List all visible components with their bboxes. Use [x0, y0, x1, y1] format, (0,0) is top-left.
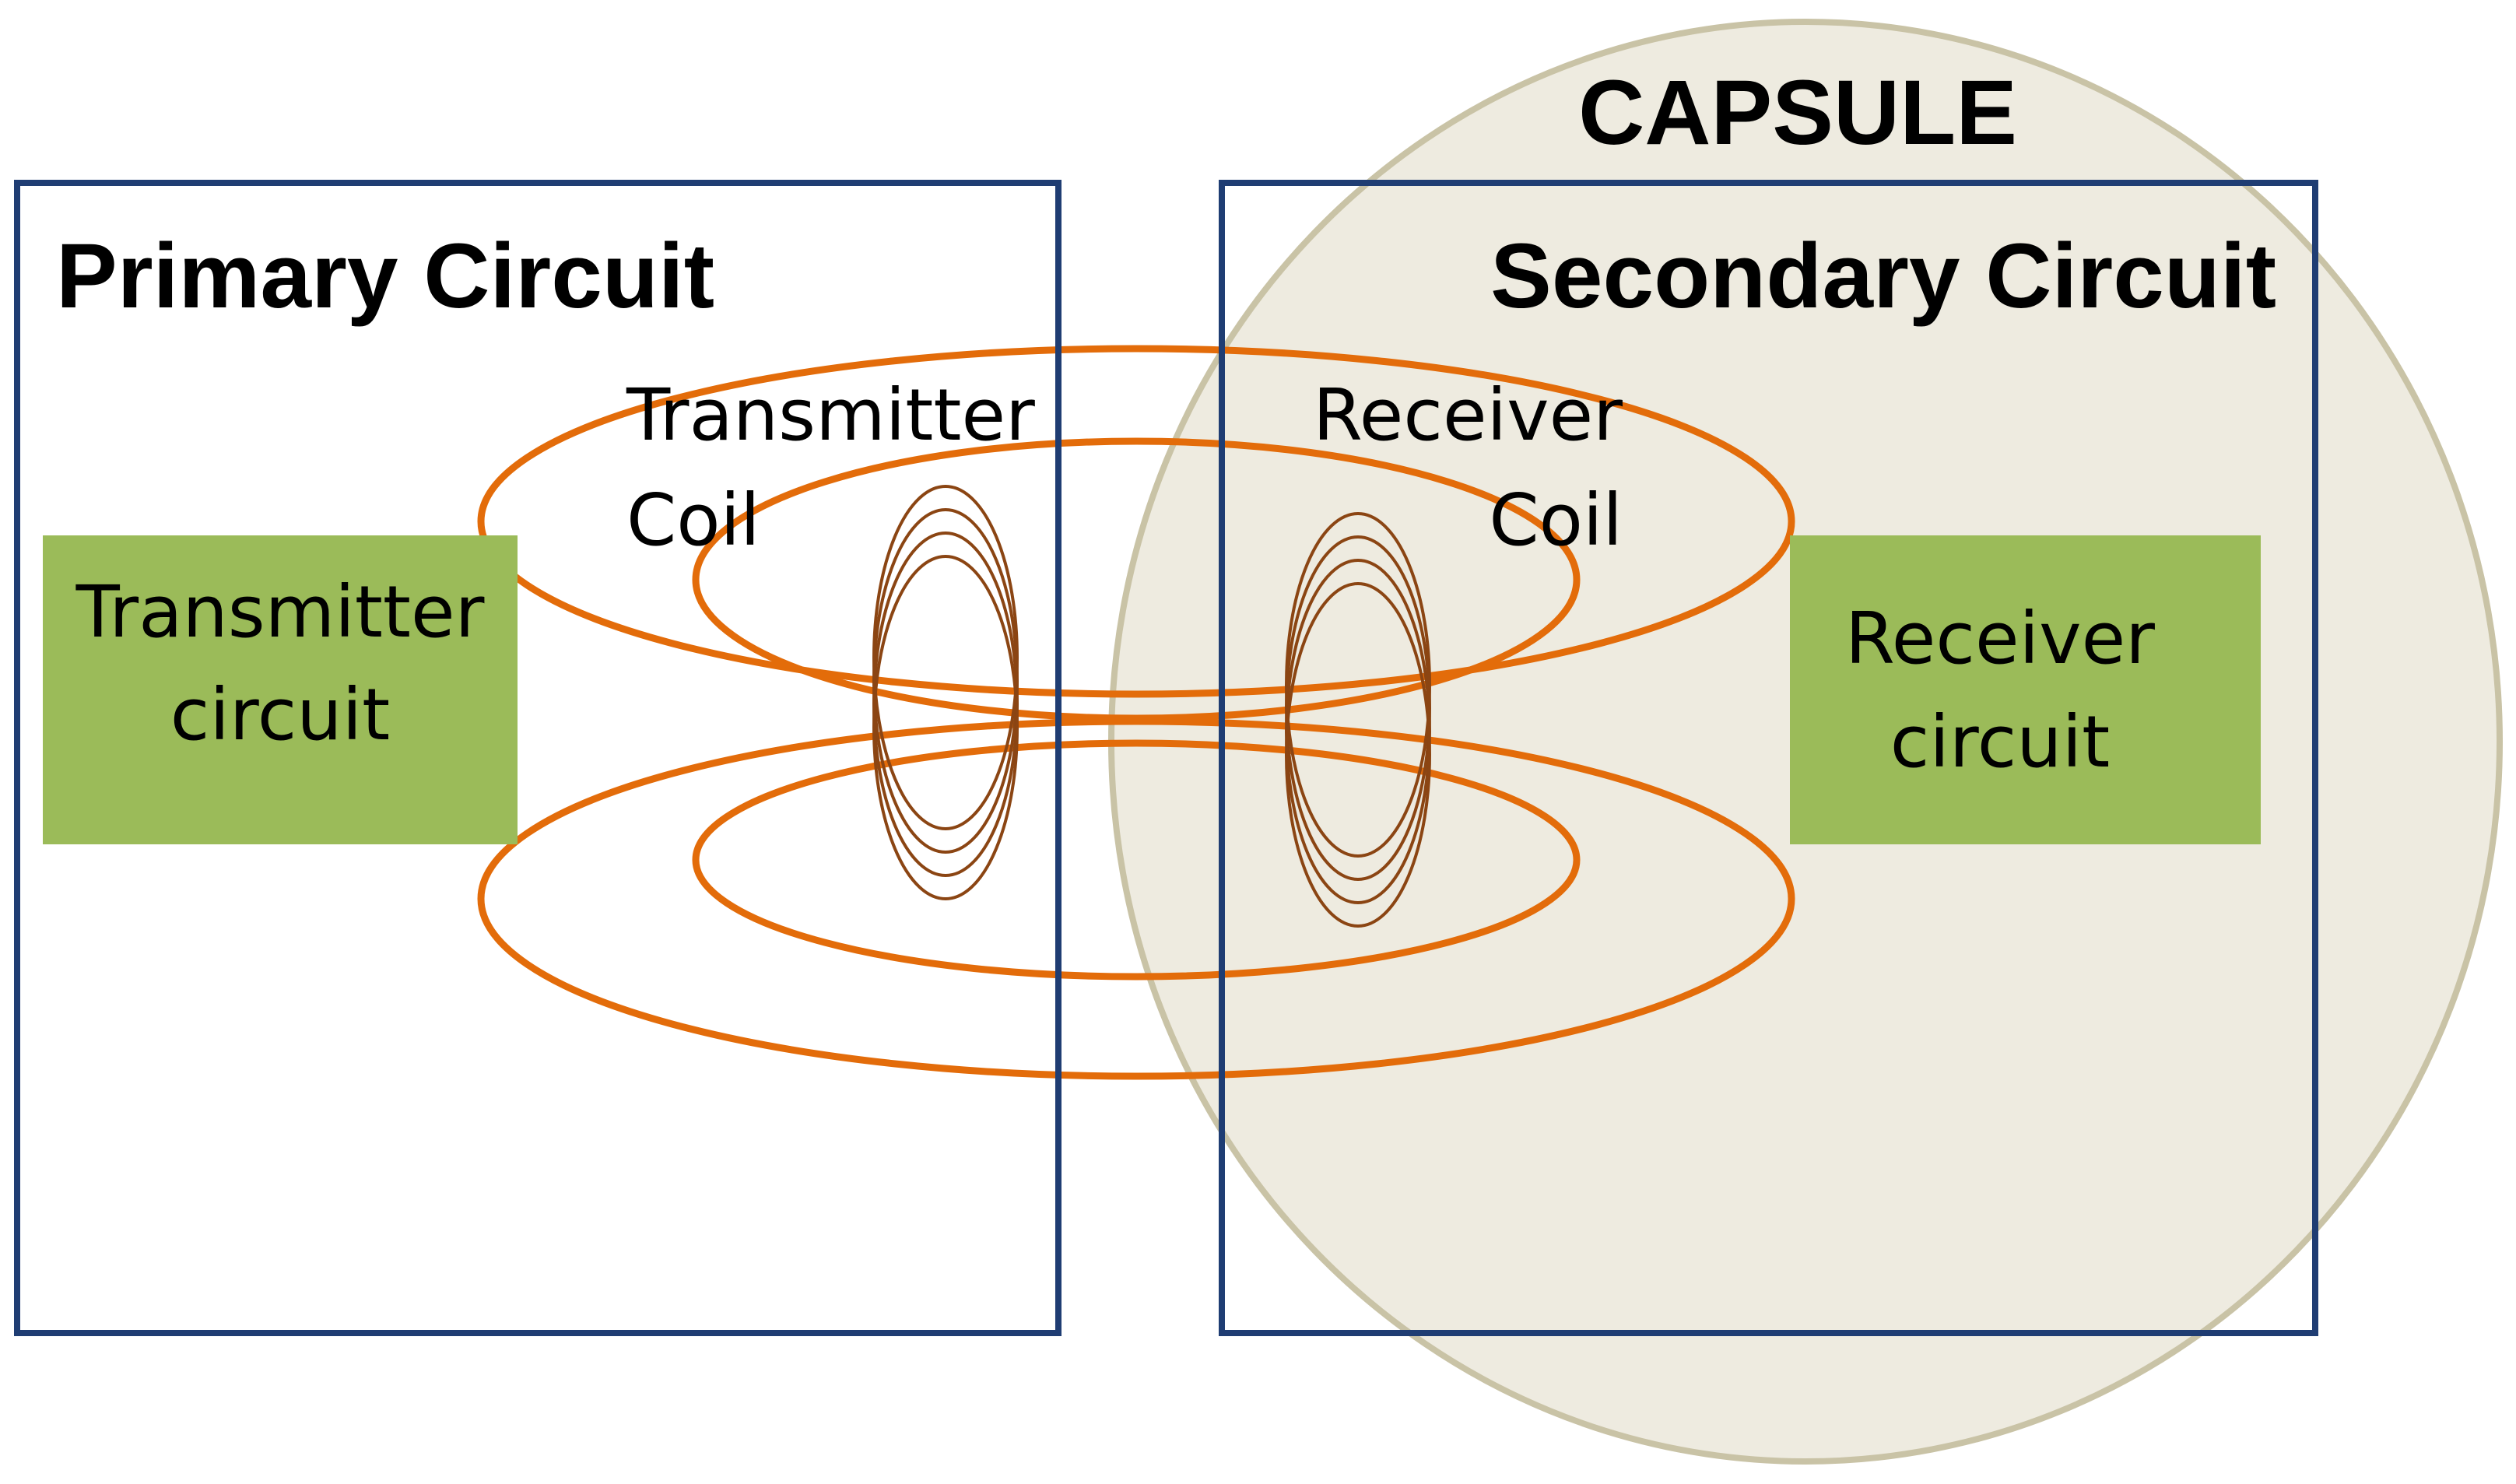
secondary-circuit-box — [1219, 180, 2318, 1336]
receiver-coil-label-line1: Receiver — [1313, 374, 1623, 457]
receiver-circuit-label-line2: circuit — [1890, 700, 2110, 784]
magnetic-field-lines — [477, 345, 1795, 1080]
receiver-circuit-label-line1: Receiver — [1845, 597, 2155, 680]
primary-circuit-title: Primary Circuit — [56, 225, 714, 328]
tx-coil-loop-1 — [872, 485, 1019, 830]
secondary-circuit-title: Secondary Circuit — [1490, 225, 2276, 328]
tx-coil-loop-4 — [872, 555, 1019, 900]
transmitter-coil-label-line1: Transmitter — [626, 374, 1035, 457]
rx-coil-loop-4 — [1285, 582, 1431, 928]
receiver-coil-loops — [1285, 512, 1431, 928]
field-line-lower-inner — [692, 739, 1581, 981]
transmitter-circuit-block — [43, 535, 518, 844]
transmitter-coil-loops — [872, 485, 1019, 900]
transmitter-circuit-label-line1: Transmitter — [75, 570, 485, 654]
receiver-coil-label-line2: Coil — [1489, 479, 1623, 562]
transmitter-circuit-label-line2: circuit — [170, 673, 390, 756]
transmitter-coil-label-line2: Coil — [626, 479, 760, 562]
field-line-lower-outer — [477, 717, 1795, 1080]
field-line-upper-outer — [477, 345, 1795, 698]
receiver-circuit-block — [1790, 535, 2261, 844]
capsule-label: CAPSULE — [1578, 61, 2017, 164]
primary-circuit-box — [14, 180, 1061, 1336]
